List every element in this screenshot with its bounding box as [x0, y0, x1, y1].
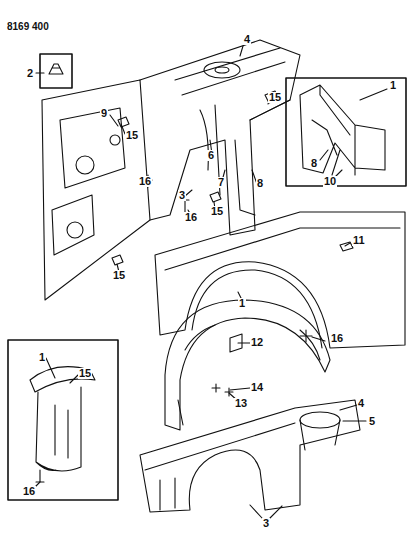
- callout-number: 15: [112, 270, 126, 281]
- leader-line: [110, 46, 270, 272]
- shock-tower: [204, 62, 240, 78]
- callout-number: 14: [250, 382, 264, 393]
- fender-apron: [140, 40, 300, 235]
- liner-rib: [178, 325, 320, 425]
- bolt: [148, 175, 189, 214]
- callout-number: 1: [238, 298, 246, 309]
- callout-number: 16: [184, 212, 198, 223]
- callout-number: 11: [352, 235, 366, 246]
- callout-number: 3: [178, 190, 186, 201]
- callout-number: 15: [210, 206, 224, 217]
- callout-number: 5: [368, 416, 376, 427]
- callout-number: 3: [262, 518, 270, 529]
- callout-number: 15: [125, 130, 139, 141]
- fender-crease: [165, 228, 400, 270]
- wheelhouse-panel: [140, 400, 360, 512]
- screw: [36, 470, 44, 482]
- leader-line: [229, 243, 366, 518]
- callout-number: 8: [256, 178, 264, 189]
- shock-tower: [300, 420, 340, 450]
- detail-box: [40, 54, 72, 88]
- callout-number: 12: [250, 337, 264, 348]
- hole: [110, 135, 120, 145]
- figure-number: 8169 400: [6, 22, 50, 32]
- callout-number: 16: [330, 333, 344, 344]
- wheelhouse-liner: [165, 300, 330, 430]
- detail-box: [286, 78, 406, 186]
- callout-number: 7: [217, 177, 225, 188]
- apron-rail: [145, 423, 295, 510]
- callout-number: 15: [268, 92, 282, 103]
- detail-box: [8, 340, 118, 500]
- apron-rail: [175, 48, 290, 120]
- callout-number: 16: [22, 486, 36, 497]
- nut-clip: [112, 91, 279, 265]
- callout-number: 9: [100, 108, 108, 119]
- callout-number: 8: [310, 158, 318, 169]
- radiator-support: [42, 80, 150, 300]
- callout-number: 1: [38, 352, 46, 363]
- wheel-opening-molding: [192, 270, 322, 348]
- callout-number: 6: [207, 150, 215, 161]
- hole: [67, 222, 83, 238]
- inset-bracket: [30, 367, 95, 471]
- leader-line: [34, 358, 78, 488]
- apron-brace: [200, 105, 255, 215]
- callout-number: 4: [243, 34, 251, 45]
- callout-number: 13: [234, 398, 248, 409]
- hole: [76, 156, 94, 174]
- clip: [49, 64, 63, 74]
- shock-tower: [215, 67, 229, 73]
- inset-panel: [300, 85, 385, 175]
- leader-line: [36, 72, 44, 73]
- callout-number: 10: [323, 176, 337, 187]
- callout-number: 15: [78, 368, 92, 379]
- callout-number: 4: [357, 398, 365, 409]
- shock-tower: [300, 412, 340, 428]
- fender: [155, 212, 405, 348]
- callout-number: 2: [26, 68, 34, 79]
- callout-number: 16: [138, 176, 152, 187]
- leader-line: [320, 89, 387, 179]
- callout-number: 1: [389, 80, 397, 91]
